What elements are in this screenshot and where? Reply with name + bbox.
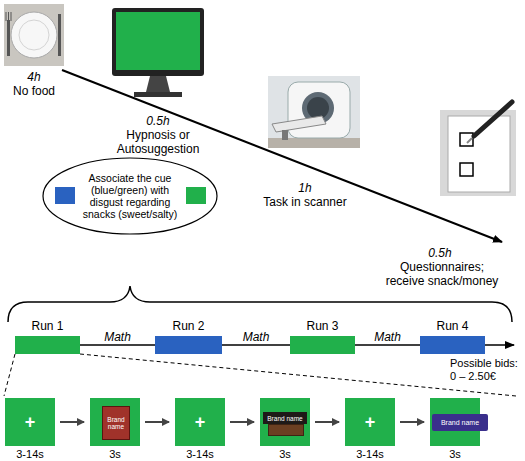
fixation-cross: + xyxy=(25,412,36,433)
duration-label: 3-14s xyxy=(345,448,395,461)
instruction-text: Associate the cue (blue/green) with disg… xyxy=(76,172,184,220)
fixation-screen: + xyxy=(175,398,225,446)
brand-label: Brand name xyxy=(267,415,302,422)
run-block: Run 2 xyxy=(155,336,222,354)
brand-label: Brand name xyxy=(103,416,129,430)
run-label: Run 2 xyxy=(145,319,232,333)
blue-cue-square xyxy=(55,187,75,204)
timeline-label: 4h xyxy=(4,70,64,84)
timeline-label: No food xyxy=(2,84,66,98)
sequence-arrow xyxy=(145,421,169,423)
fixation-center: + xyxy=(345,398,395,446)
duration-label: 3s xyxy=(260,448,310,461)
run-label: Run 4 xyxy=(410,319,495,333)
fixation-screen: + xyxy=(345,398,395,446)
edge-label: Math xyxy=(226,330,286,344)
ellipse-text-box: Associate the cue (blue/green) with disg… xyxy=(76,157,184,235)
fixation-cross: + xyxy=(195,412,206,433)
timeline-label: 0.5h xyxy=(410,246,470,260)
snack-screen: Brand name xyxy=(260,398,310,446)
sequence-arrow xyxy=(60,421,84,423)
duration-label: 3-14s xyxy=(175,448,225,461)
bid-note: Possible bids: 0 – 2.50€ xyxy=(450,357,524,383)
snack-wrapper: Brand name xyxy=(432,414,488,431)
time-arrow xyxy=(62,70,502,242)
timeline-segment xyxy=(222,344,290,346)
duration-label: 3s xyxy=(90,448,140,461)
timeline-label: Hypnosis or Autosuggestion xyxy=(108,128,208,156)
scanner-photo xyxy=(268,76,360,148)
snack-screen: Brand name xyxy=(90,398,140,446)
zoom-line xyxy=(4,354,15,396)
timeline-segment xyxy=(355,344,420,346)
fixation-cross: + xyxy=(365,412,376,433)
run-block: Run 1 xyxy=(15,336,80,354)
run-block: Run 3 xyxy=(290,336,355,354)
edge-label: Math xyxy=(88,330,148,344)
edge-label: Math xyxy=(358,330,418,344)
duration-label: 3s xyxy=(430,448,480,461)
fixation-center: + xyxy=(175,398,225,446)
green-cue-square xyxy=(186,187,206,204)
expansion-brace xyxy=(8,286,512,322)
questionnaire-picture xyxy=(440,102,516,196)
duration-label: 3-14s xyxy=(5,448,55,461)
snack-wrapper: Brand name xyxy=(102,406,130,440)
instruction-ellipse: Associate the cue (blue/green) with disg… xyxy=(42,157,218,235)
run-label: Run 3 xyxy=(280,319,365,333)
sequence-arrow xyxy=(400,421,424,423)
timeline-segment xyxy=(80,344,155,346)
sequence-arrow xyxy=(230,421,254,423)
timeline-label: Task in scanner xyxy=(250,195,360,209)
brand-label: Brand name xyxy=(441,419,479,427)
timeline-label: Questionnaires; receive snack/money xyxy=(380,260,505,288)
timeline-label: 1h xyxy=(275,181,335,195)
ellipse-shape xyxy=(43,158,217,234)
run-label: Run 1 xyxy=(5,319,90,333)
plate-photo xyxy=(4,4,64,66)
sequence-arrow xyxy=(315,421,339,423)
timeline-label: 0.5h xyxy=(128,114,188,128)
fixation-center: + xyxy=(5,398,55,446)
chocolate-piece xyxy=(268,424,304,436)
monitor-picture xyxy=(112,8,204,97)
fixation-screen: + xyxy=(5,398,55,446)
timeline-arrow-end xyxy=(485,344,514,346)
run-block: Run 4 xyxy=(420,336,485,354)
snack-screen: Brand name xyxy=(430,398,480,446)
snack-wrapper: Brand name xyxy=(263,412,307,424)
